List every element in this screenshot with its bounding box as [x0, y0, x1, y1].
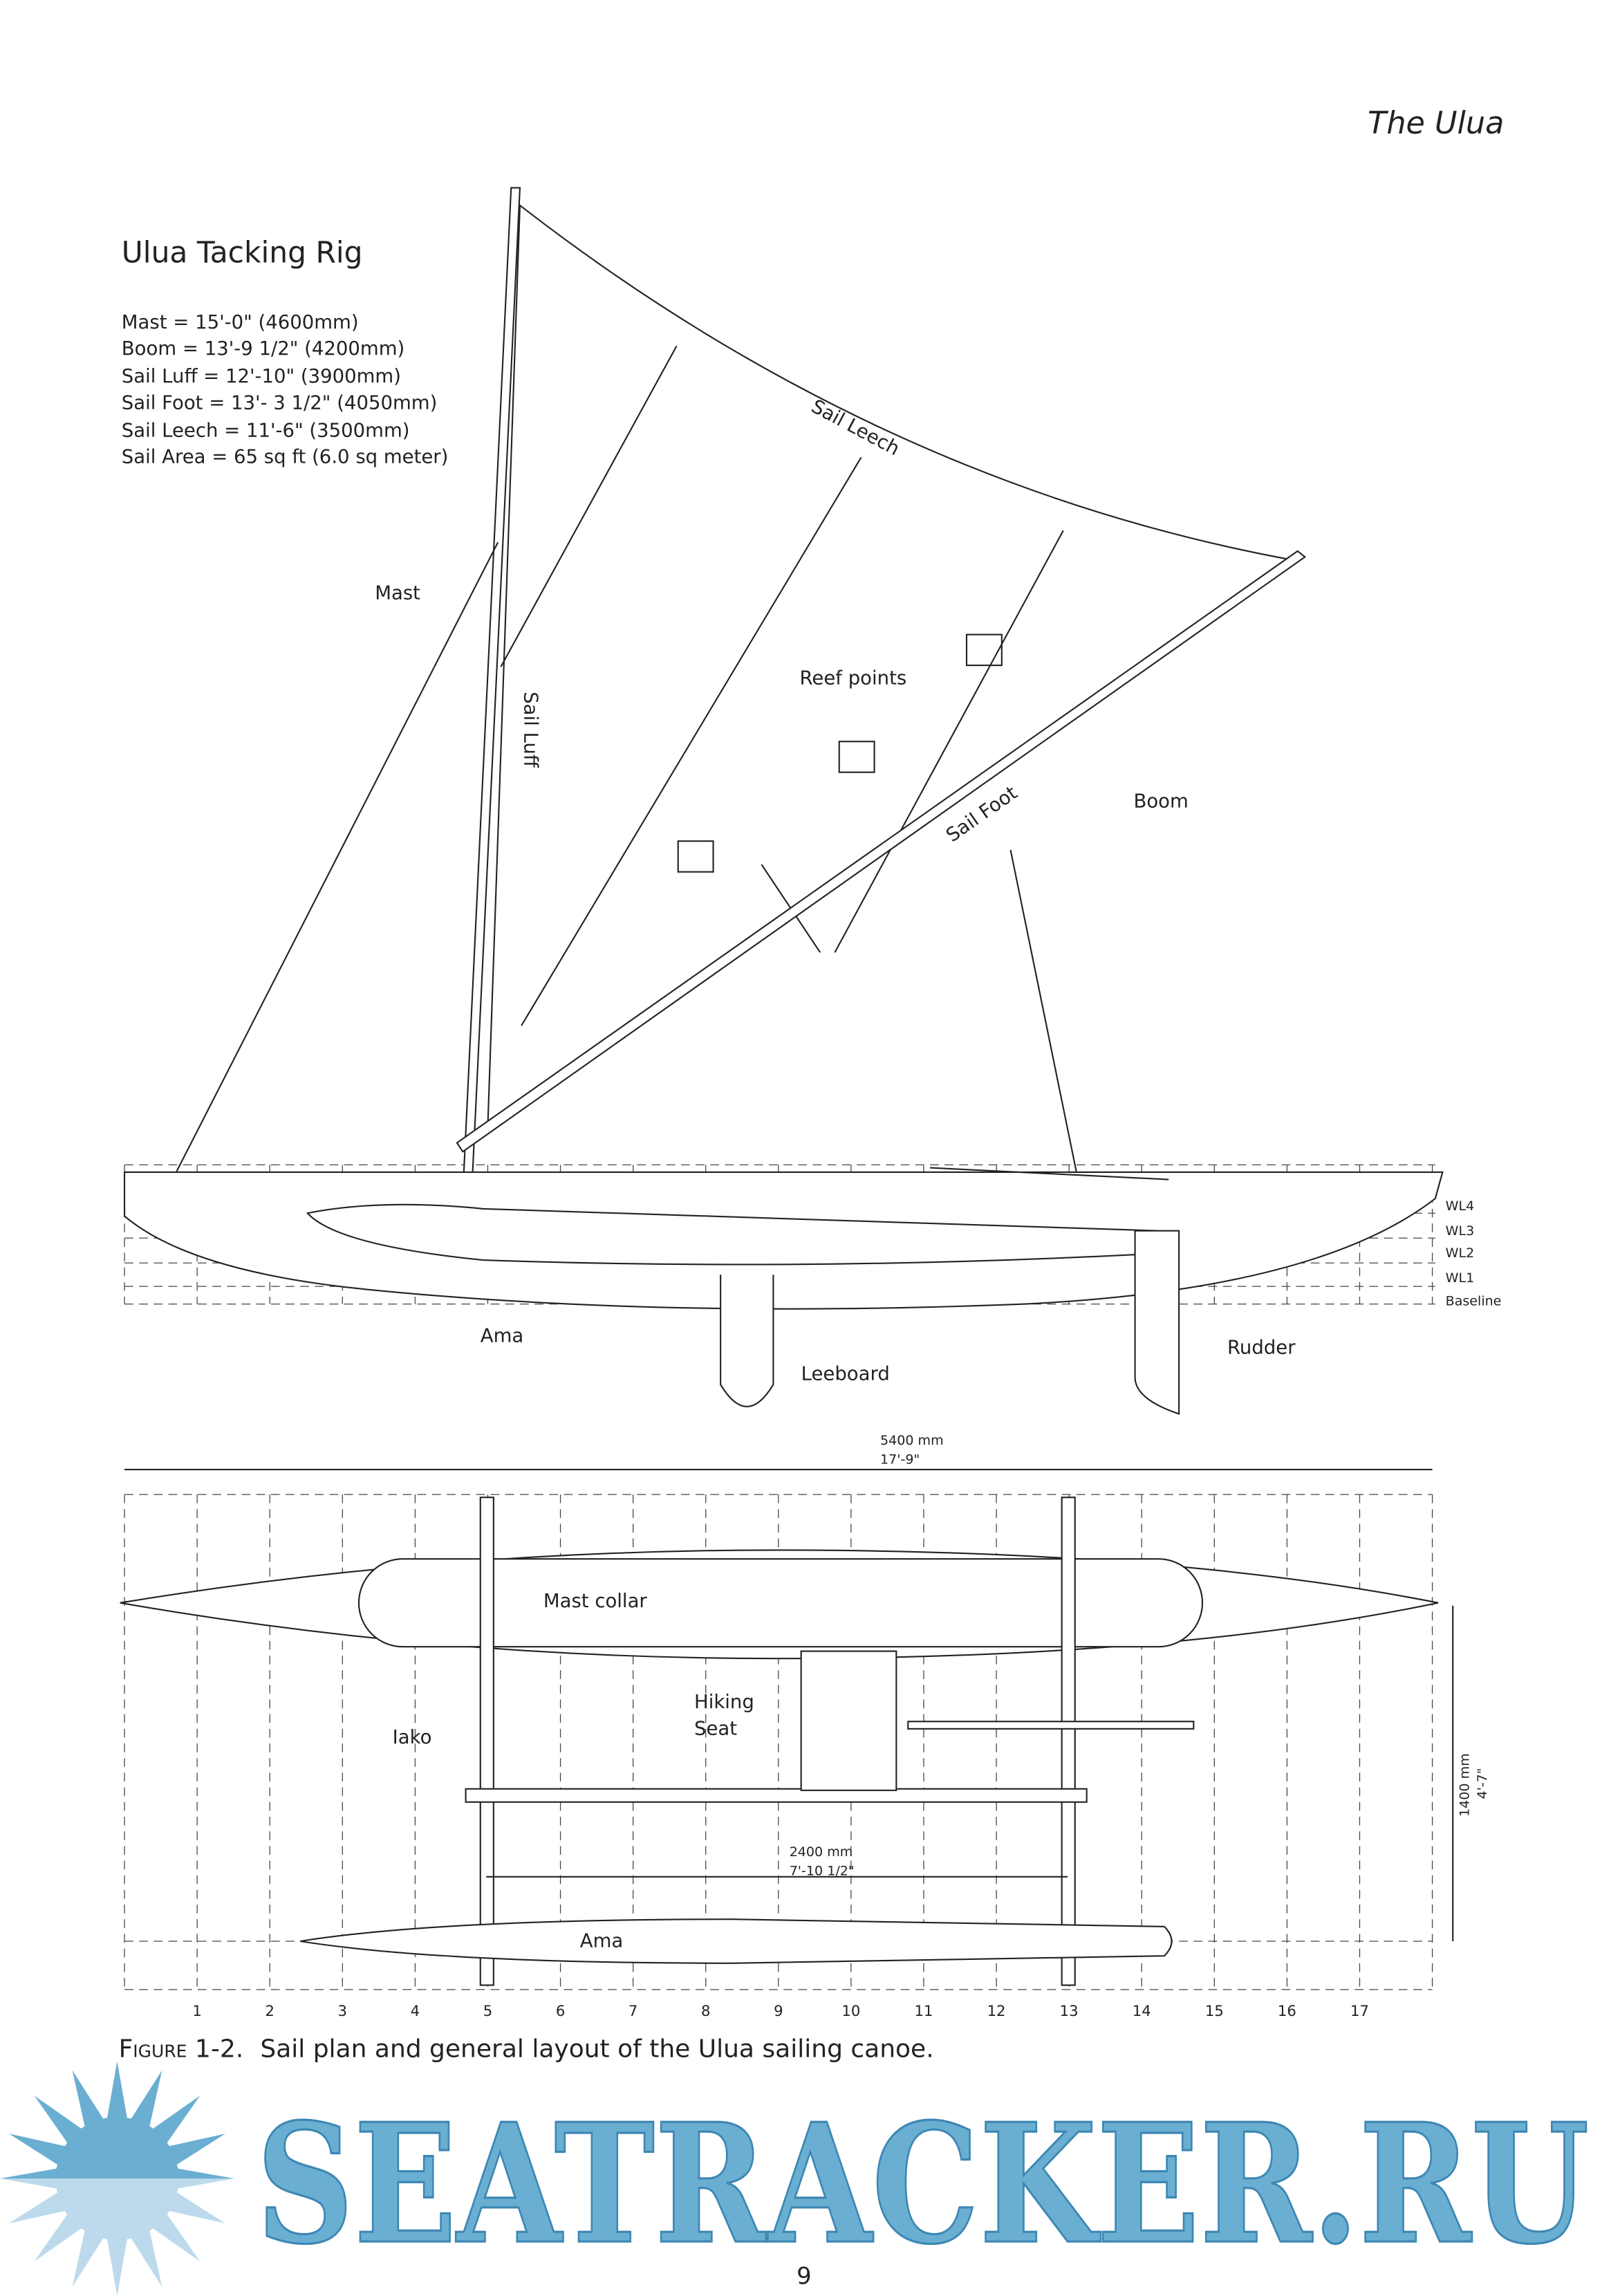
spacing-ft: 7'-10 1/2" — [790, 1864, 855, 1879]
station-number: 10 — [841, 2002, 860, 2019]
iako-aft — [1061, 1497, 1076, 1986]
caption-text: Sail plan and general layout of the Ulua… — [260, 2035, 933, 2063]
sun-icon — [0, 2061, 234, 2296]
spec-mast: Mast = 15'-0" (4600mm) — [122, 311, 359, 333]
hull-profile — [123, 1167, 1444, 1415]
station-number: 1 — [192, 2002, 201, 2019]
reef-point — [838, 741, 875, 773]
spec-leech: Sail Leech = 11'-6" (3500mm) — [122, 420, 410, 442]
station-number: 4 — [411, 2002, 420, 2019]
length-ft: 17'-9" — [880, 1452, 920, 1467]
label-baseline: Baseline — [1446, 1294, 1502, 1309]
station-number: 15 — [1205, 2002, 1224, 2019]
label-reef-points: Reef points — [800, 667, 907, 689]
running-title: The Ulua — [1368, 106, 1504, 141]
sail-batten — [500, 345, 678, 667]
sun-ray — [8, 2133, 68, 2167]
spec-boom: Boom = 13'-9 1/2" (4200mm) — [122, 337, 404, 360]
watermark-text: SEATRACKER.RU — [257, 2087, 1590, 2280]
station-number: 7 — [628, 2002, 637, 2019]
cockpit — [357, 1558, 1204, 1648]
reef-point — [965, 633, 1003, 667]
station-number: 9 — [774, 2002, 783, 2019]
boom — [456, 550, 1307, 1153]
label-ama: Ama — [481, 1325, 524, 1347]
label-hiking-seat-2: Seat — [694, 1717, 737, 1739]
sun-ray — [150, 2095, 201, 2145]
spec-area: Sail Area = 65 sq ft (6.0 sq meter) — [122, 446, 449, 468]
sun-ray — [129, 2070, 162, 2129]
label-hiking-seat-1: Hiking — [694, 1691, 754, 1713]
forestay — [153, 541, 499, 1216]
leeboard — [720, 1275, 774, 1407]
label-wl2: WL2 — [1446, 1246, 1475, 1261]
rig-title: Ulua Tacking Rig — [122, 236, 363, 270]
crossbar — [465, 1788, 1088, 1803]
station-number: 3 — [338, 2002, 347, 2019]
station-number: 6 — [556, 2002, 565, 2019]
station-number: 13 — [1060, 2002, 1079, 2019]
label-mast: Mast — [375, 582, 420, 604]
length-mm: 5400 mm — [880, 1433, 944, 1448]
tiller — [929, 1167, 1169, 1181]
label-iako: Iako — [393, 1726, 432, 1748]
ama-profile — [306, 1203, 1173, 1266]
label-wl4: WL4 — [1446, 1198, 1475, 1214]
station-number: 14 — [1133, 2002, 1151, 2019]
label-sail-luff: Sail Luff — [519, 692, 541, 768]
sun-ray — [106, 2061, 128, 2121]
label-leeboard: Leeboard — [801, 1363, 890, 1385]
watermark: SEATRACKER.RU — [0, 2061, 1590, 2296]
rig-specs: Mast = 15'-0" (4600mm) Boom = 13'-9 1/2"… — [122, 311, 449, 468]
station-number: 2 — [265, 2002, 274, 2019]
sun-ray — [166, 2133, 226, 2167]
spacing-mm: 2400 mm — [790, 1844, 853, 1860]
rudder — [1134, 1230, 1180, 1415]
station-number: 16 — [1278, 2002, 1296, 2019]
label-wl3: WL3 — [1446, 1223, 1475, 1239]
beam-ft: 4'-7" — [1475, 1768, 1490, 1799]
iako-forward — [479, 1497, 494, 1986]
sail-batten — [834, 530, 1064, 953]
station-number: 5 — [483, 2002, 492, 2019]
label-mast-collar: Mast collar — [543, 1590, 648, 1612]
hull-plan — [120, 1497, 1454, 1986]
label-wl1: WL1 — [1446, 1270, 1475, 1286]
figure-number: Figure 1-2. — [119, 2035, 244, 2063]
sail-batten — [521, 456, 862, 1026]
label-rudder: Rudder — [1227, 1337, 1296, 1359]
sail-profile — [153, 187, 1307, 1216]
label-ama-plan: Ama — [580, 1929, 624, 1952]
label-boom: Boom — [1133, 790, 1188, 813]
mainsheet — [1009, 849, 1077, 1173]
spec-luff: Sail Luff = 12'-10" (3900mm) — [122, 365, 401, 387]
figure-caption: Figure 1-2. Sail plan and general layout… — [119, 2035, 934, 2063]
station-number: 17 — [1350, 2002, 1369, 2019]
station-number: 11 — [915, 2002, 933, 2019]
ama-plan — [300, 1918, 1173, 1964]
reef-point — [677, 840, 714, 873]
station-number: 8 — [701, 2002, 710, 2019]
sun-ray — [34, 2095, 84, 2145]
beam-mm: 1400 mm — [1458, 1753, 1473, 1817]
hiking-seat — [800, 1650, 897, 1791]
rudder-plan — [907, 1721, 1195, 1730]
spec-foot: Sail Foot = 13'- 3 1/2" (4050mm) — [122, 391, 438, 414]
station-number: 12 — [987, 2002, 1006, 2019]
sun-ray — [72, 2070, 105, 2129]
page-number: 9 — [797, 2263, 812, 2290]
